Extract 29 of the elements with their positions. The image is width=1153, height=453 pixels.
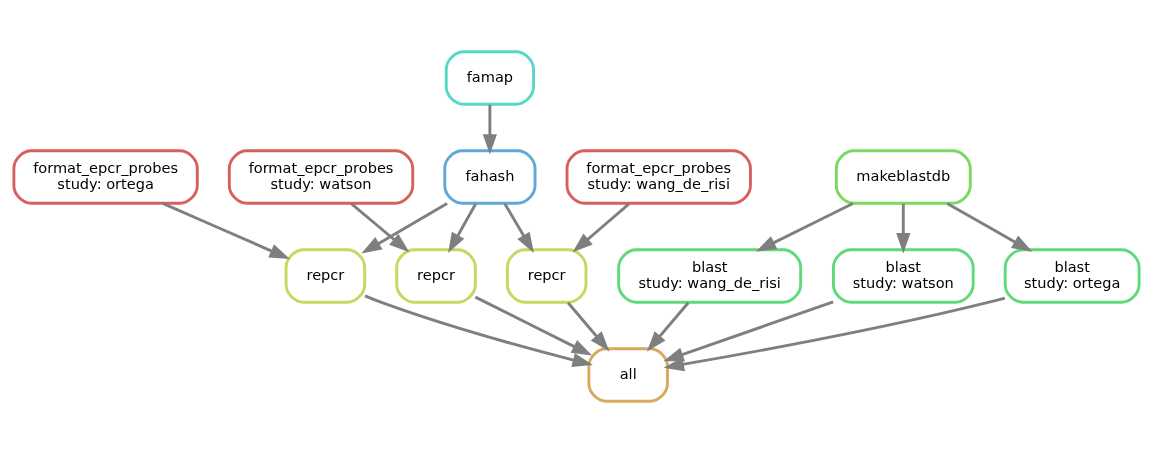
node-box: format_epcr_probes study: watson xyxy=(227,149,415,205)
node-box: repcr xyxy=(395,248,477,304)
arrow xyxy=(474,295,593,356)
arrow xyxy=(361,202,448,254)
arrow xyxy=(646,301,690,352)
node-box: format_epcr_probes study: ortega xyxy=(12,149,199,205)
node-box: format_epcr_probes study: wang_de_risi xyxy=(565,149,752,205)
arrow xyxy=(364,294,593,367)
arrow xyxy=(946,202,1033,252)
arrow xyxy=(755,202,854,252)
arrow xyxy=(566,301,610,352)
node-box: blast study: wang_de_risi xyxy=(617,248,803,304)
arrow xyxy=(448,203,477,253)
node-box: fahash xyxy=(443,149,537,205)
arrow xyxy=(482,104,498,155)
node-box: repcr xyxy=(284,248,367,304)
node-box: blast study: watson xyxy=(831,248,975,304)
node-box: famap xyxy=(444,50,535,106)
arrow xyxy=(572,202,631,253)
node-box: repcr xyxy=(505,248,588,304)
arrow xyxy=(896,203,911,254)
arrow xyxy=(162,202,290,259)
arrow xyxy=(663,296,1006,372)
node-box: blast study: ortega xyxy=(1003,248,1141,304)
arrow xyxy=(503,202,534,253)
arrow xyxy=(350,202,410,253)
node-box: makeblastdb xyxy=(834,149,972,205)
node-box: all xyxy=(587,347,669,403)
arrow xyxy=(663,300,834,362)
